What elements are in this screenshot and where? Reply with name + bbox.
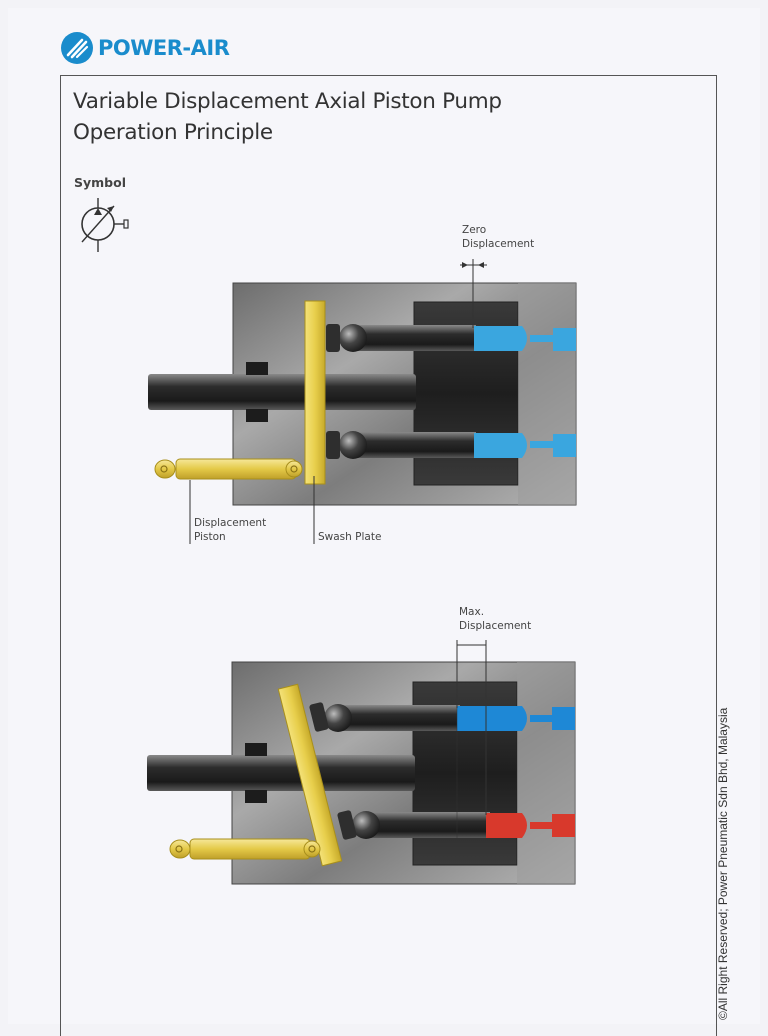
symbol-label: Symbol [74, 175, 126, 190]
content-frame [60, 75, 717, 1036]
end-cap [518, 283, 576, 505]
displacement-piston-label: Displacement Piston [194, 517, 267, 543]
piston-rod-bottom [356, 432, 476, 458]
displacement-piston-2 [189, 838, 311, 860]
drive-shaft-2 [147, 755, 415, 791]
copyright-notice: ©All Right Reserved; Power Pneumatic Sdn… [716, 690, 736, 1020]
oil-chamber-top [474, 326, 527, 351]
diagram-zero-displacement [148, 259, 577, 544]
copyright-text: ©All Right Reserved; Power Pneumatic Sdn… [716, 707, 730, 1020]
bearing-bottom [246, 409, 268, 422]
page-title: Variable Displacement Axial Piston Pump … [73, 86, 502, 148]
piston-rod-bottom-2 [370, 812, 490, 838]
displacement-piston [175, 458, 297, 480]
brand-name: POWER-AIR [98, 36, 230, 60]
piston-ball-top [339, 324, 367, 352]
swash-plate-2 [277, 683, 343, 867]
title-line-1: Variable Displacement Axial Piston Pump [73, 89, 502, 114]
diagram-max-displacement [147, 640, 576, 885]
variable-pump-symbol-icon [81, 198, 129, 252]
swash-plate-label: Swash Plate [318, 531, 382, 543]
swash-plate [304, 300, 326, 485]
piston-rod-top-2 [340, 705, 460, 731]
oil-chamber-bottom-2 [486, 813, 527, 838]
port-bottom [553, 434, 576, 457]
zero-displacement-label: Zero Displacement [462, 224, 535, 250]
title-line-2: Operation Principle [73, 120, 273, 145]
piston-rod-top [356, 325, 476, 351]
bearing-top [246, 362, 268, 375]
drive-shaft [148, 374, 416, 410]
port-top [553, 328, 576, 351]
oil-chamber-top-2 [457, 706, 527, 731]
piston-shoe-bottom [326, 431, 340, 459]
piston-ball-bottom [339, 431, 367, 459]
brand-header: POWER-AIR [60, 30, 230, 66]
max-displacement-label: Max. Displacement [459, 606, 532, 632]
oil-chamber-bottom [474, 433, 527, 458]
power-air-logo-icon [61, 32, 93, 64]
piston-shoe-top [326, 324, 340, 352]
